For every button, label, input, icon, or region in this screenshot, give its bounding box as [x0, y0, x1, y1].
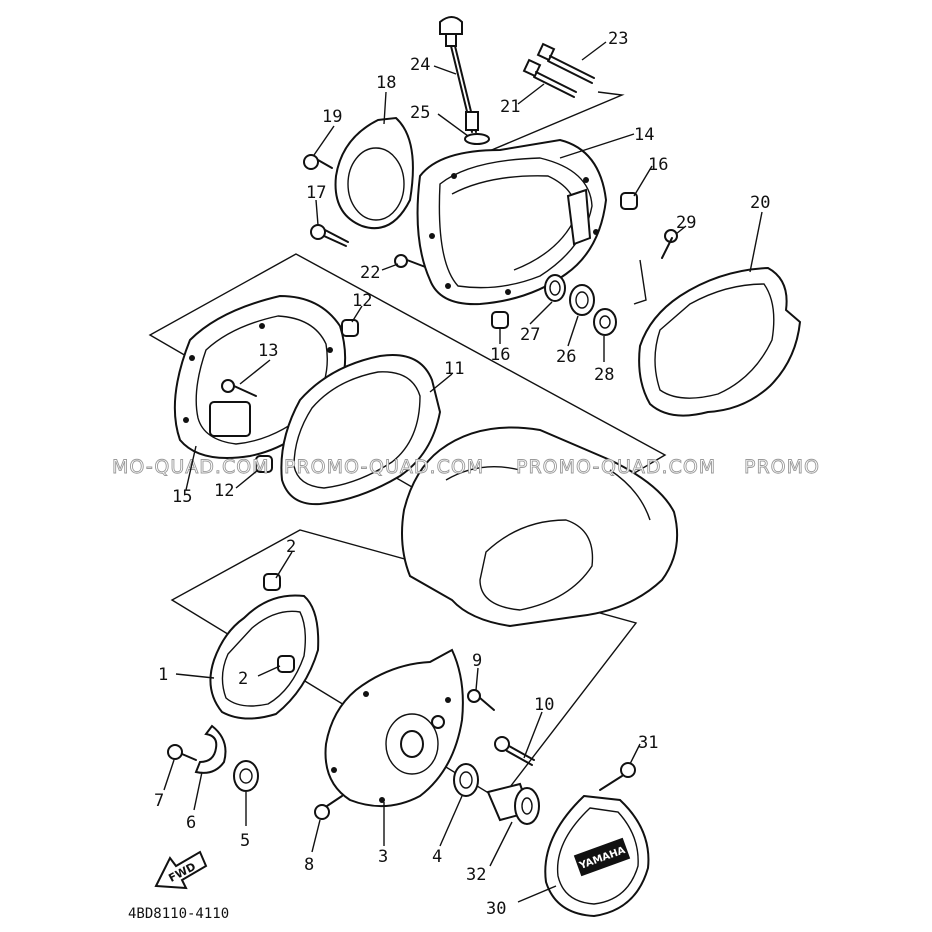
cover-14 — [416, 138, 608, 306]
callout-13: 13 — [258, 341, 278, 361]
callout-27: 27 — [520, 325, 540, 345]
callout-2b: 2 — [238, 669, 248, 689]
bolt-7 — [167, 744, 197, 761]
seal-5 — [233, 760, 259, 792]
callout-11: 11 — [444, 359, 464, 379]
bolt-17 — [310, 224, 349, 247]
oil-seal-27 — [544, 274, 566, 302]
callout-7: 7 — [154, 791, 164, 811]
callout-4: 4 — [432, 847, 442, 867]
callout-1: 1 — [158, 665, 168, 685]
callout-8: 8 — [304, 855, 314, 875]
callout-24: 24 — [410, 55, 430, 75]
callout-25: 25 — [410, 103, 430, 123]
cover-30: YAMAHA — [544, 794, 650, 918]
fwd-arrow-icon: FWD — [154, 850, 208, 890]
callout-18: 18 — [376, 73, 396, 93]
callout-16b: 16 — [490, 345, 510, 365]
gasket-1 — [209, 594, 320, 720]
callout-10: 10 — [534, 695, 554, 715]
callout-labels: 1 2 2 3 4 5 6 7 8 9 10 11 12 12 13 14 15… — [154, 29, 770, 919]
callout-32: 32 — [466, 865, 486, 885]
bolt-19 — [303, 154, 333, 170]
callout-28: 28 — [594, 365, 614, 385]
plate-18 — [334, 116, 414, 230]
dowel-16-mid — [491, 311, 509, 329]
bolt-13 — [221, 379, 257, 397]
bearing-26 — [569, 284, 595, 316]
callout-14: 14 — [634, 125, 654, 145]
dowel-16-top — [620, 192, 638, 210]
callout-3: 3 — [378, 847, 388, 867]
callout-21: 21 — [500, 97, 520, 117]
callout-29: 29 — [676, 213, 696, 233]
oil-seal-4 — [453, 763, 479, 797]
callout-31: 31 — [638, 733, 658, 753]
dowel-12-top — [341, 319, 359, 337]
watermark-3: PROMO-QUAD.COM — [516, 456, 716, 478]
callout-22: 22 — [360, 263, 380, 283]
callout-2a: 2 — [286, 537, 296, 557]
callout-12a: 12 — [352, 291, 372, 311]
callout-17: 17 — [306, 183, 326, 203]
cover-3 — [324, 648, 464, 808]
callout-30: 30 — [486, 899, 506, 919]
gasket-11 — [280, 354, 442, 506]
bolt-23 — [536, 42, 595, 84]
callout-15: 15 — [172, 487, 192, 507]
callout-9: 9 — [472, 651, 482, 671]
callout-6: 6 — [186, 813, 196, 833]
watermark-4: PROMO — [744, 456, 820, 478]
dowel-2-mid — [277, 655, 295, 673]
screw-31 — [599, 762, 636, 791]
crankcase — [401, 426, 679, 628]
bolt-21 — [522, 58, 577, 98]
collar-32 — [486, 782, 540, 825]
screw-29-pointer — [633, 259, 647, 305]
callout-19: 19 — [322, 107, 342, 127]
callout-5: 5 — [240, 831, 250, 851]
callout-16a: 16 — [648, 155, 668, 175]
dowel-12-bottom — [255, 455, 273, 473]
drawing-code: 4BD8110-4110 — [128, 906, 229, 922]
retainer-28 — [593, 308, 617, 336]
watermark-1: MO-QUAD.COM — [112, 456, 270, 478]
callout-12b: 12 — [214, 481, 234, 501]
screw-29 — [661, 229, 678, 259]
callout-26: 26 — [556, 347, 576, 367]
watermark-2: PROMO-QUAD.COM — [284, 456, 484, 478]
bolt-9 — [467, 689, 495, 711]
bolt-10 — [494, 736, 535, 766]
gasket-20 — [638, 266, 802, 417]
top-bolt-bracket — [467, 91, 625, 161]
callout-23: 23 — [608, 29, 628, 49]
callout-20: 20 — [750, 193, 770, 213]
o-ring-part — [464, 133, 490, 145]
bolt-8 — [314, 795, 343, 820]
dipstick-part — [439, 16, 479, 133]
leader-lines — [163, 41, 763, 903]
clip-6 — [194, 724, 227, 774]
